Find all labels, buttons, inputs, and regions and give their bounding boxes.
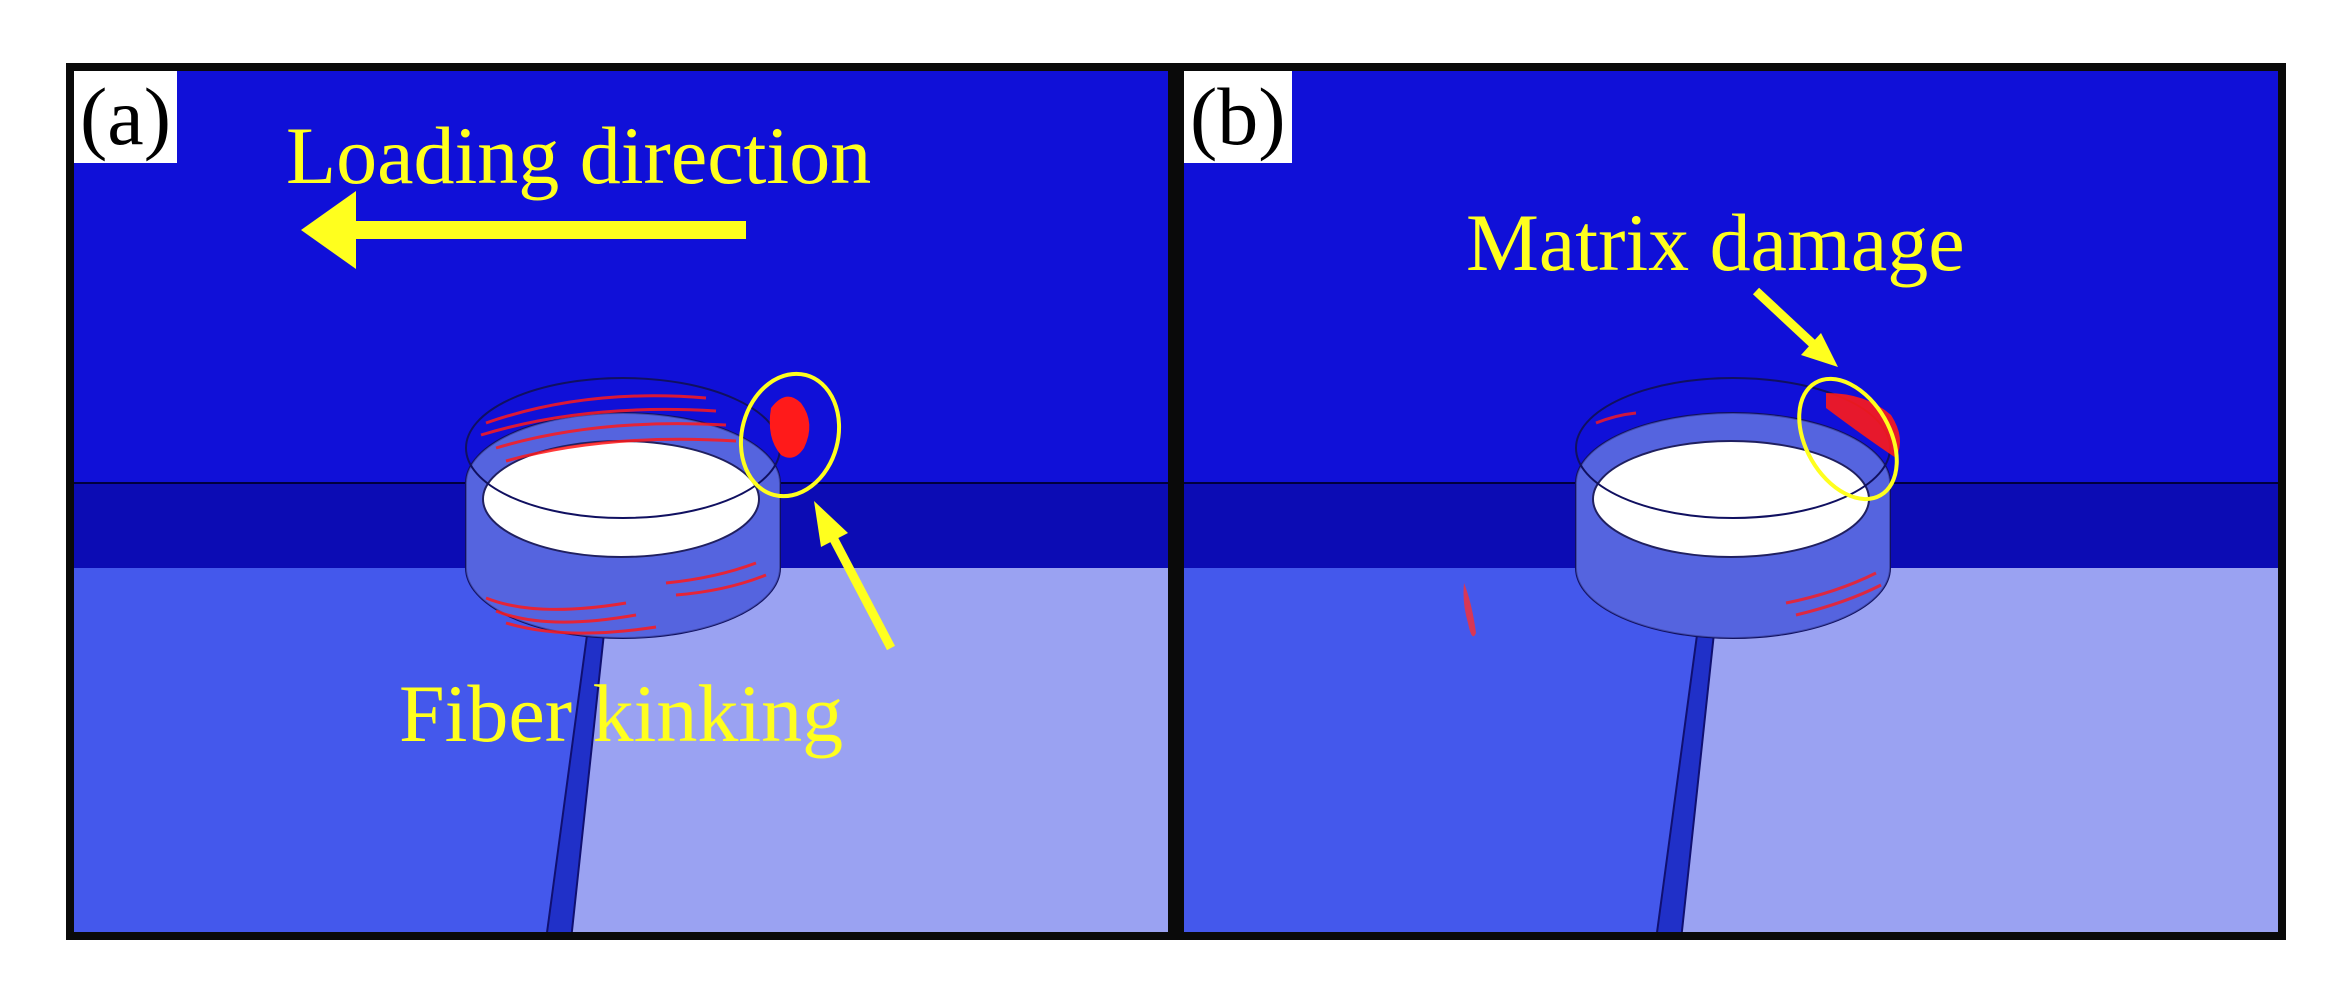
loading-direction-label: Loading direction: [286, 110, 872, 201]
edge-damage-trace: [1463, 583, 1476, 637]
panel-b: (b) Matrix damage: [1176, 63, 2286, 940]
lower-ply-right: [1681, 568, 2286, 940]
hole-opening: [1592, 440, 1870, 558]
panel-a-label: (a): [74, 71, 178, 163]
panel-b-label: (b): [1184, 71, 1292, 163]
damage-streaks: [1595, 411, 1882, 617]
kinking-highlight-ellipse: [738, 371, 842, 499]
matrix-damage-region: [1826, 393, 1900, 458]
matrix-damage-arrow: [1752, 287, 1838, 367]
lower-ply-right: [571, 568, 1176, 940]
lower-ply-left: [66, 568, 611, 940]
panel-a: (a) Loading direction Fiber kinking: [66, 63, 1176, 940]
matrix-damage-label: Matrix damage: [1466, 197, 1965, 288]
panel-a-model: [66, 63, 1176, 940]
lower-ply-left: [1176, 568, 1721, 940]
damage-streaks: [480, 394, 767, 635]
panel-b-model: [1176, 63, 2286, 940]
fiber-kinking-label: Fiber kinking: [399, 668, 844, 759]
matrix-damage-highlight-ellipse: [1797, 376, 1899, 502]
loading-direction-arrow: [301, 191, 746, 269]
hole-opening: [482, 440, 760, 558]
fiber-kinking-damage: [769, 396, 810, 458]
fiber-kinking-arrow: [814, 501, 895, 651]
